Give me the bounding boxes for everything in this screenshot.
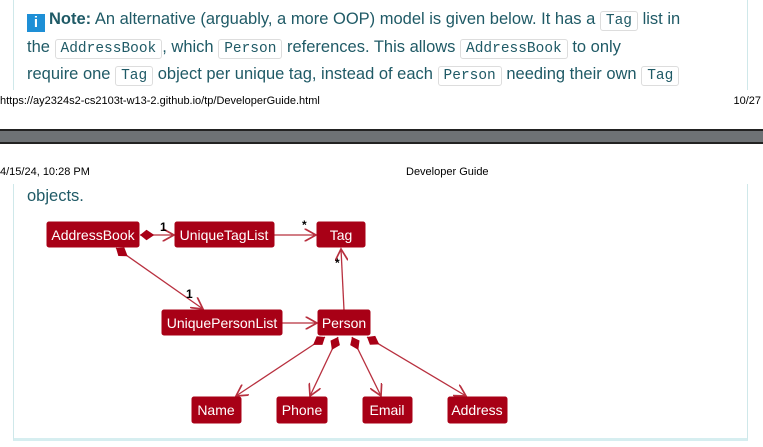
svg-text:Person: Person — [322, 315, 366, 331]
edge-person-phone — [310, 336, 338, 396]
code-tag: Tag — [641, 66, 680, 86]
node-name: Name — [191, 396, 242, 424]
text: the — [27, 38, 55, 56]
text: references. This allows — [282, 38, 461, 56]
note-line-2: the AddressBook, which Person references… — [27, 37, 621, 59]
note-box-bottom — [13, 184, 748, 441]
edge-person-name — [236, 337, 326, 396]
info-icon: i — [27, 14, 45, 32]
svg-text:Name: Name — [197, 402, 235, 418]
text: , which — [162, 38, 219, 56]
edge-person-email — [352, 336, 381, 396]
svg-text:Address: Address — [451, 402, 502, 418]
svg-text:Phone: Phone — [282, 402, 323, 418]
multiplicity-label: * — [302, 218, 307, 232]
text: needing their own — [501, 65, 642, 83]
note-box-top — [13, 0, 748, 90]
node-tag: Tag — [316, 221, 366, 248]
node-person: Person — [317, 309, 371, 336]
footer-page-number: 10/27 — [733, 95, 761, 107]
svg-text:AddressBook: AddressBook — [51, 227, 135, 243]
text: list in — [637, 10, 681, 28]
code-person: Person — [218, 39, 283, 59]
note-line-4: objects. — [27, 187, 84, 205]
footer-url: https://ay2324s2-cs2103t-w13-2.github.io… — [0, 95, 320, 107]
code-person: Person — [437, 66, 502, 86]
text: to only — [567, 38, 621, 56]
note-label: Note: — [49, 10, 92, 28]
svg-text:UniqueTagList: UniqueTagList — [180, 227, 269, 243]
text: require one — [27, 65, 116, 83]
node-addressbook: AddressBook — [46, 221, 140, 248]
header-title: Developer Guide — [406, 166, 489, 178]
node-phone: Phone — [276, 396, 328, 424]
svg-text:Email: Email — [369, 402, 404, 418]
svg-text:UniquePersonList: UniquePersonList — [167, 315, 278, 331]
text: An alternative (arguably, a more OOP) mo… — [91, 10, 600, 28]
code-tag: Tag — [599, 11, 638, 31]
code-addressbook: AddressBook — [54, 39, 163, 59]
header-date: 4/15/24, 10:28 PM — [0, 166, 90, 178]
svg-text:Tag: Tag — [330, 227, 353, 243]
multiplicity-label: 1 — [186, 287, 193, 301]
page-separator — [0, 129, 763, 131]
multiplicity-label: 1 — [160, 220, 167, 234]
code-addressbook: AddressBook — [460, 39, 568, 59]
text: object per unique tag, instead of each — [153, 65, 438, 83]
edge-addressbook-uniquepersonlist — [115, 247, 203, 309]
multiplicity-label: * — [335, 256, 340, 270]
edge-person-tag — [341, 249, 344, 311]
note-line-3: require one Tag object per unique tag, i… — [27, 64, 680, 86]
edge-person-address — [366, 337, 466, 396]
edges — [115, 235, 466, 396]
node-uniquepersonlist: UniquePersonList — [161, 309, 283, 336]
node-email: Email — [362, 396, 413, 424]
page-gap — [0, 131, 763, 142]
code-tag: Tag — [115, 66, 154, 86]
node-address: Address — [447, 396, 508, 424]
page-separator — [0, 142, 763, 144]
node-uniquetaglist: UniqueTagList — [174, 221, 275, 248]
